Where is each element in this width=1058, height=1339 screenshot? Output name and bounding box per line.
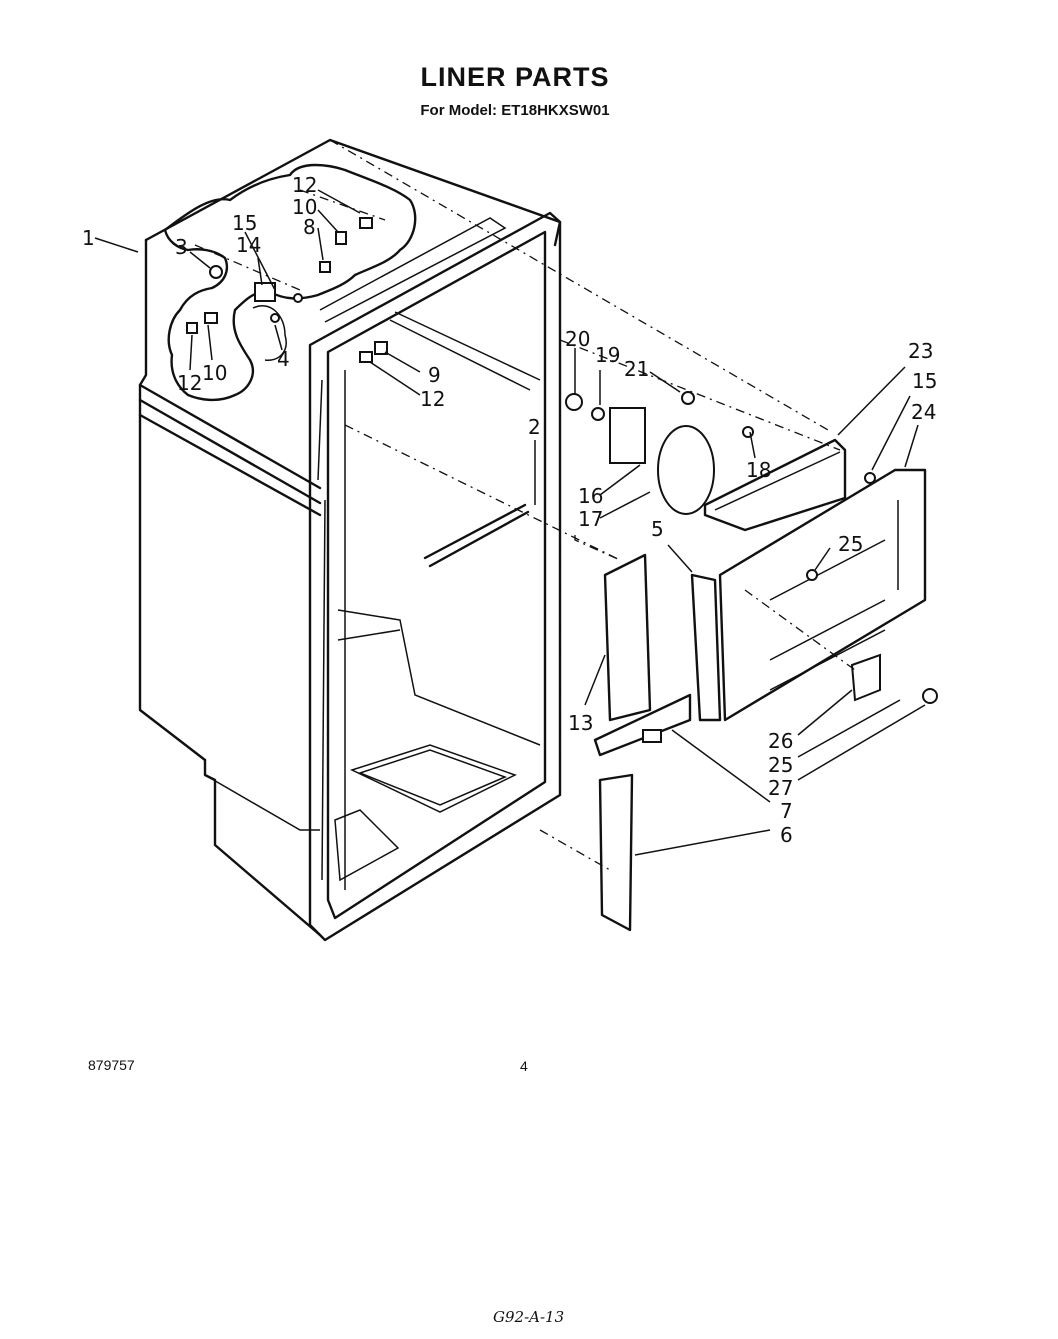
callout-12: 12 <box>420 387 445 411</box>
handwritten-note: G92-A-13 <box>493 1308 565 1326</box>
callout-14: 14 <box>236 233 261 257</box>
callout-26: 26 <box>768 729 793 753</box>
control-cutout-areas <box>163 163 417 402</box>
callout-10: 10 <box>202 361 227 385</box>
callout-3: 3 <box>175 235 188 259</box>
callout-labels: 1 3 15 14 12 10 8 4 12 10 9 12 20 19 21 … <box>82 173 937 847</box>
callout-7: 7 <box>780 799 793 823</box>
small-parts <box>186 217 938 932</box>
page-title: LINER PARTS <box>420 62 610 92</box>
model-subtitle: For Model: ET18HKXSW01 <box>420 102 610 119</box>
callout-20: 20 <box>565 327 590 351</box>
callout-18: 18 <box>746 458 771 482</box>
liner-cabinet <box>138 138 562 942</box>
callout-12: 12 <box>177 371 202 395</box>
callout-9: 9 <box>428 363 441 387</box>
assembly-dashed-lines <box>194 139 856 871</box>
callout-8: 8 <box>303 215 316 239</box>
callout-10: 10 <box>292 195 317 219</box>
callout-13: 13 <box>568 711 593 735</box>
callout-6: 6 <box>780 823 793 847</box>
callout-27: 27 <box>768 776 793 800</box>
callout-25: 25 <box>768 753 793 777</box>
callout-5: 5 <box>651 517 664 541</box>
callout-23: 23 <box>908 339 933 363</box>
callout-leader-lines <box>94 189 926 856</box>
callout-25: 25 <box>838 532 863 556</box>
callout-21: 21 <box>624 357 649 381</box>
callout-4: 4 <box>277 347 290 371</box>
callout-1: 1 <box>82 226 95 250</box>
part-number: 879757 <box>88 1057 135 1073</box>
callout-19: 19 <box>595 343 620 367</box>
callout-2: 2 <box>528 415 541 439</box>
page-number: 4 <box>520 1058 528 1074</box>
callout-24: 24 <box>911 400 936 424</box>
callout-16: 16 <box>578 484 603 508</box>
callout-15: 15 <box>912 369 937 393</box>
callout-15: 15 <box>232 211 257 235</box>
callout-12: 12 <box>292 173 317 197</box>
callout-17: 17 <box>578 507 603 531</box>
